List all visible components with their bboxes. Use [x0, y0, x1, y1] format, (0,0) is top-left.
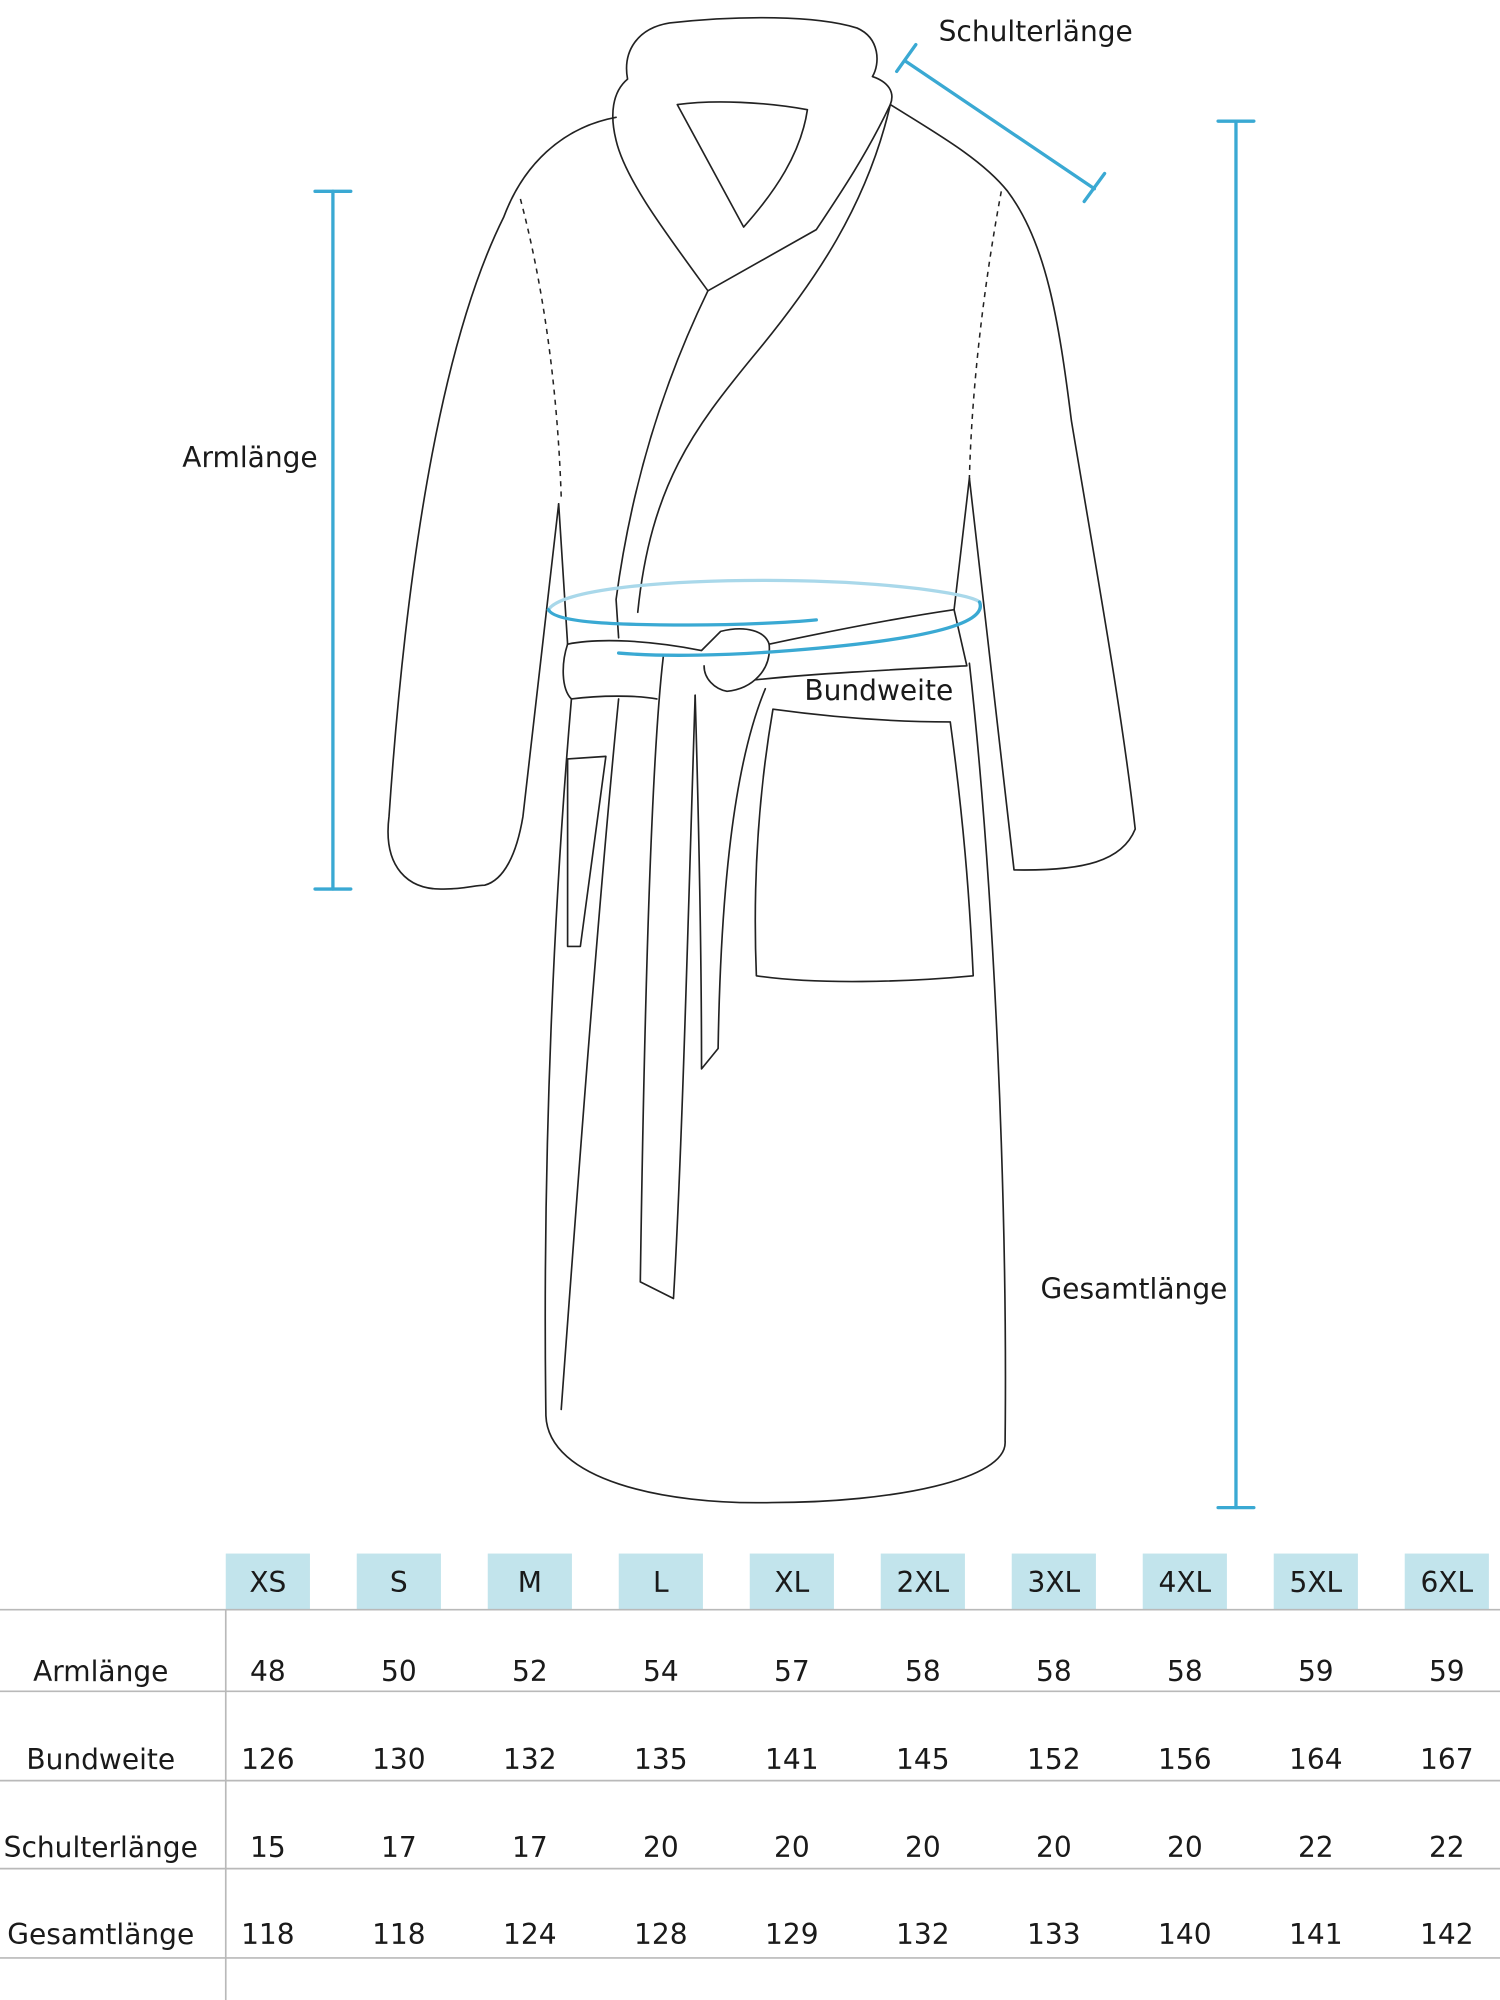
size-header-bg — [749, 1553, 834, 1610]
table-cell: 141 — [765, 1743, 819, 1776]
table-cell: 132 — [503, 1743, 557, 1776]
table-cell: 141 — [1289, 1918, 1343, 1951]
size-header: L — [653, 1566, 669, 1599]
size-header-bg — [1142, 1553, 1227, 1610]
table-cell: 128 — [634, 1918, 688, 1951]
bathrobe-illustration — [387, 16, 1137, 1504]
size-header-bg — [487, 1553, 572, 1610]
table-cell: 156 — [1158, 1743, 1212, 1776]
measure-waist: Bundweite — [546, 578, 982, 707]
size-header-bg — [356, 1553, 441, 1610]
table-cell: 140 — [1158, 1918, 1212, 1951]
table-cell: 129 — [765, 1918, 819, 1951]
row-label: Bundweite — [26, 1743, 175, 1776]
table-cell: 152 — [1027, 1743, 1081, 1776]
table-cell: 58 — [905, 1655, 941, 1688]
table-cell: 48 — [250, 1655, 286, 1688]
table-cell: 57 — [774, 1655, 810, 1688]
size-header: M — [518, 1566, 542, 1599]
size-header: 6XL — [1420, 1566, 1473, 1599]
size-header: S — [390, 1566, 408, 1599]
size-header: 3XL — [1027, 1566, 1080, 1599]
table-cell: 124 — [503, 1918, 557, 1951]
table-cell: 20 — [905, 1831, 941, 1864]
table-cell: 59 — [1429, 1655, 1465, 1688]
label-waist-width: Bundweite — [804, 674, 953, 707]
size-header: XL — [774, 1566, 809, 1599]
table-cell: 58 — [1167, 1655, 1203, 1688]
size-header-bg — [225, 1553, 310, 1610]
size-header: XS — [249, 1566, 286, 1599]
table-cell: 135 — [634, 1743, 688, 1776]
measure-arm: Armlänge — [182, 189, 353, 891]
size-header: 2XL — [896, 1566, 949, 1599]
table-cell: 132 — [896, 1918, 950, 1951]
table-cell: 130 — [372, 1743, 426, 1776]
table-cell: 20 — [774, 1831, 810, 1864]
table-cell: 15 — [250, 1831, 286, 1864]
table-cell: 50 — [381, 1655, 417, 1688]
size-table: XS S M L XL 2XL 3XL 4XL 5XL 6XL Armlänge 48 50 52 54 57… — [0, 1553, 1500, 2000]
measure-shoulder: Schulterlänge — [895, 15, 1133, 204]
table-cell: 22 — [1429, 1831, 1465, 1864]
label-shoulder-length: Schulterlänge — [939, 15, 1133, 48]
size-header-bg — [1273, 1553, 1358, 1610]
row-label: Armlänge — [33, 1655, 168, 1688]
size-header-bg — [1404, 1553, 1489, 1610]
table-cell: 133 — [1027, 1918, 1081, 1951]
table-cell: 145 — [896, 1743, 950, 1776]
table-cell: 126 — [241, 1743, 295, 1776]
size-header-bg — [1011, 1553, 1096, 1610]
table-cell: 118 — [241, 1918, 295, 1951]
table-cell: 20 — [1167, 1831, 1203, 1864]
label-arm-length: Armlänge — [182, 441, 317, 474]
table-cell: 58 — [1036, 1655, 1072, 1688]
size-header-bg — [618, 1553, 703, 1610]
table-cell: 54 — [643, 1655, 679, 1688]
size-header: 5XL — [1289, 1566, 1342, 1599]
table-cell: 17 — [512, 1831, 548, 1864]
measure-total: Gesamtlänge — [1040, 119, 1256, 1510]
row-label: Schulterlänge — [4, 1831, 198, 1864]
table-cell: 167 — [1420, 1743, 1474, 1776]
table-cell: 22 — [1298, 1831, 1334, 1864]
size-header: 4XL — [1158, 1566, 1211, 1599]
table-cell: 164 — [1289, 1743, 1343, 1776]
label-total-length: Gesamtlänge — [1040, 1272, 1227, 1305]
table-cell: 52 — [512, 1655, 548, 1688]
size-header-bg — [880, 1553, 965, 1610]
table-cell: 20 — [643, 1831, 679, 1864]
table-cell: 20 — [1036, 1831, 1072, 1864]
table-cell: 59 — [1298, 1655, 1334, 1688]
table-cell: 142 — [1420, 1918, 1474, 1951]
row-label: Gesamtlänge — [7, 1918, 194, 1951]
table-cell: 17 — [381, 1831, 417, 1864]
table-cell: 118 — [372, 1918, 426, 1951]
